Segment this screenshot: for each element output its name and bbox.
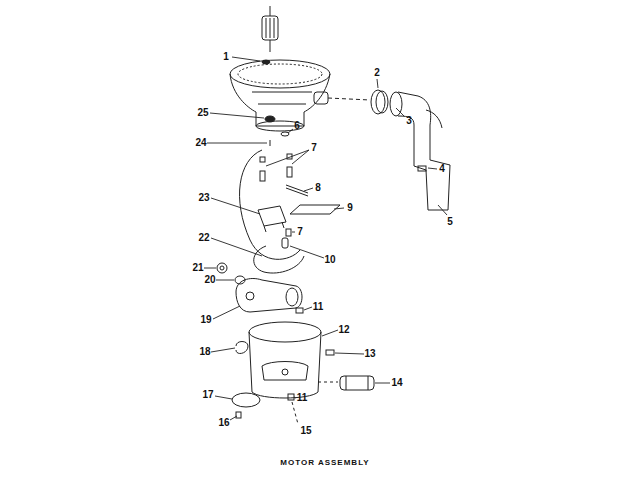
callout-number: 11 <box>313 302 324 312</box>
callout-number: 10 <box>324 255 335 265</box>
diagram-title: MOTOR ASSEMBLY <box>280 459 369 467</box>
callout-number: 25 <box>197 108 208 118</box>
callout-number: 18 <box>199 347 210 357</box>
callout-number: 11 <box>297 393 308 403</box>
callout-number: 8 <box>315 183 321 193</box>
callout-number: 12 <box>338 325 349 335</box>
callout-number: 17 <box>202 390 213 400</box>
callout-number: 7 <box>297 227 303 237</box>
callout-number: 24 <box>195 138 206 148</box>
callout-number: 22 <box>198 233 209 243</box>
callout-number: 16 <box>218 418 229 428</box>
callout-number: 6 <box>294 121 300 131</box>
callout-number: 19 <box>200 315 211 325</box>
callout-number: 5 <box>447 217 453 227</box>
callout-number: 9 <box>347 203 353 213</box>
callout-number: 23 <box>198 193 209 203</box>
callout-number: 2 <box>374 68 380 78</box>
callout-number: 13 <box>364 349 375 359</box>
callout-number: 21 <box>192 263 203 273</box>
callout-number: 14 <box>391 378 402 388</box>
callout-number: 15 <box>300 426 311 436</box>
callout-number: 4 <box>439 164 445 174</box>
callout-number: 20 <box>204 275 215 285</box>
callout-number: 3 <box>406 116 412 126</box>
callout-number: 7 <box>311 143 317 153</box>
callout-number: 1 <box>223 52 229 62</box>
